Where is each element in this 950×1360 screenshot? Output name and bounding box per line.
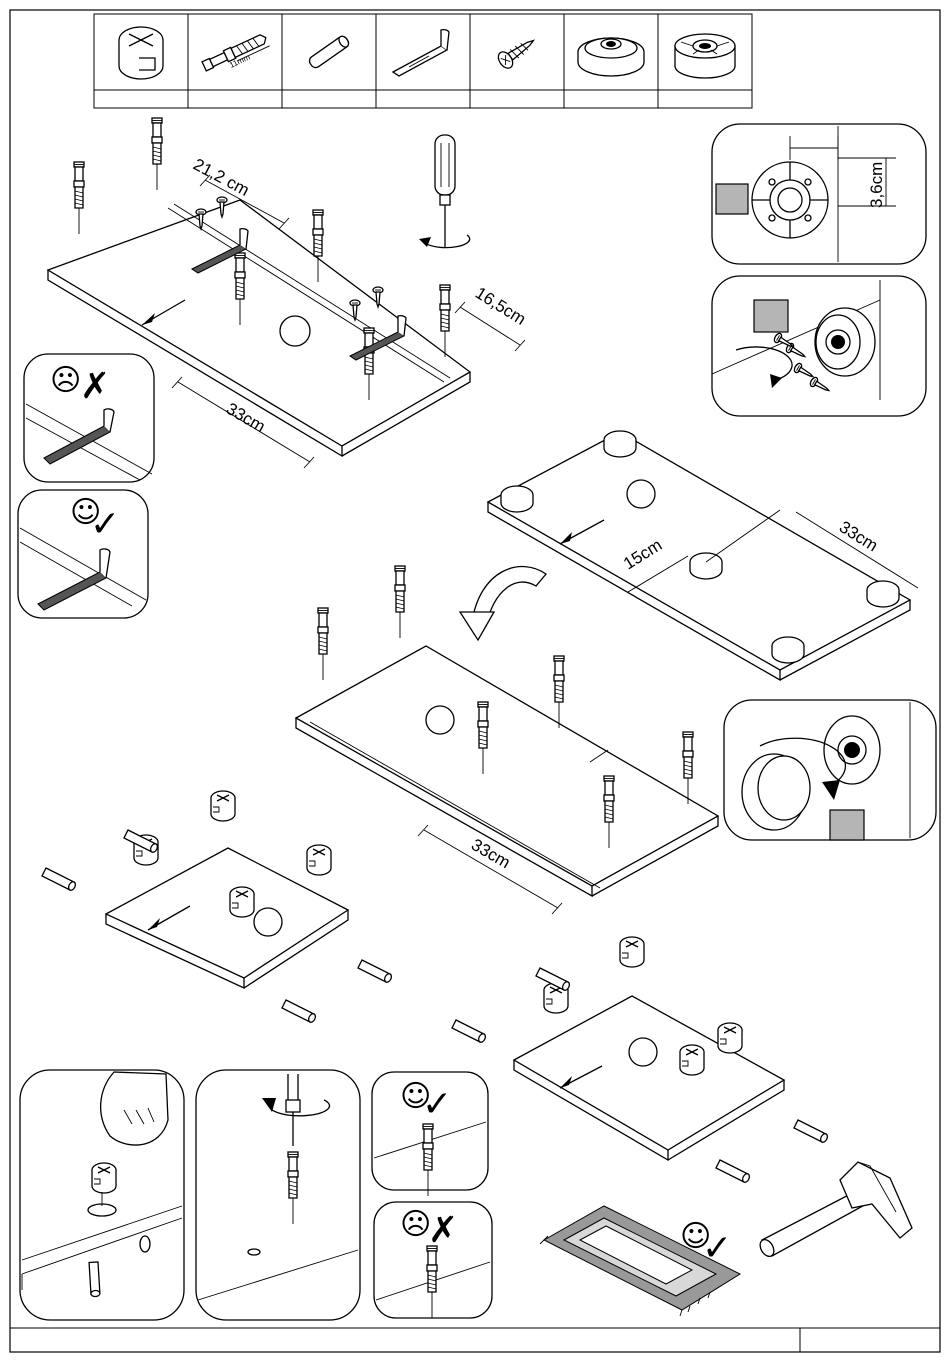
hammer-icon [757,1162,912,1259]
incorrect-face-icon: ☹ [400,1207,431,1242]
insert-position-detail: 3,6cm [712,124,926,264]
flip-arrow-icon [460,567,546,640]
screw-icon [495,33,538,71]
screwdriver-icon [419,135,470,248]
dim-step1-depth: 16,5cm [472,283,529,329]
wrong-cross-icon: ✗ [80,366,110,407]
step2-glide-panel: 15cm 33cm [488,431,918,680]
hand-icon [101,1072,168,1145]
parts-table: 11mm [94,14,752,108]
furniture-glide-icon [578,38,644,76]
cam-lock-icon [119,27,163,79]
step4-side-panel-left [42,791,393,1023]
wrong-face-icon: ☹ [50,363,81,398]
wrong-bolt-detail: ☹ ✗ [374,1202,492,1318]
wrong-bracket-detail: ☹ ✗ [24,354,154,482]
correct-bolt-detail: ☺ ✓ [372,1072,488,1196]
step4-side-panel-right [452,937,829,1183]
bolt-screwing-detail [196,1070,360,1320]
dim-insert-offset: 3,6cm [867,162,886,208]
gray-marker [716,184,748,214]
footer-bar [10,1328,940,1352]
gray-marker [754,300,788,332]
dim-step3-length: 33cm [468,835,514,872]
gray-marker [830,810,864,840]
soft-surface-tip: ☺ ✓ [540,1206,740,1316]
glide-screwing-detail [724,700,936,840]
surface-check-icon: ✓ [702,1228,732,1269]
step3-flipped-panel: 33cm [296,566,718,914]
dim-step2-length: 33cm [836,517,881,555]
right-check-icon: ✓ [90,504,120,545]
correct-check-icon: ✓ [422,1084,452,1125]
threaded-insert-icon [675,34,735,78]
wooden-dowel-icon [308,34,351,69]
hand-insert-cam-detail [20,1070,184,1320]
dim-step1-spacing: 21,2 cm [190,155,252,200]
dim-step1-length: 33cm [223,399,269,436]
insert-screwing-detail [712,276,926,416]
incorrect-cross-icon: ✗ [428,1210,458,1251]
right-bracket-detail: ☺ ✓ [18,490,148,618]
cam-bolt-icon: 11mm [202,32,270,74]
panel-hole-center [280,316,310,346]
metal-bracket-icon [393,30,449,76]
